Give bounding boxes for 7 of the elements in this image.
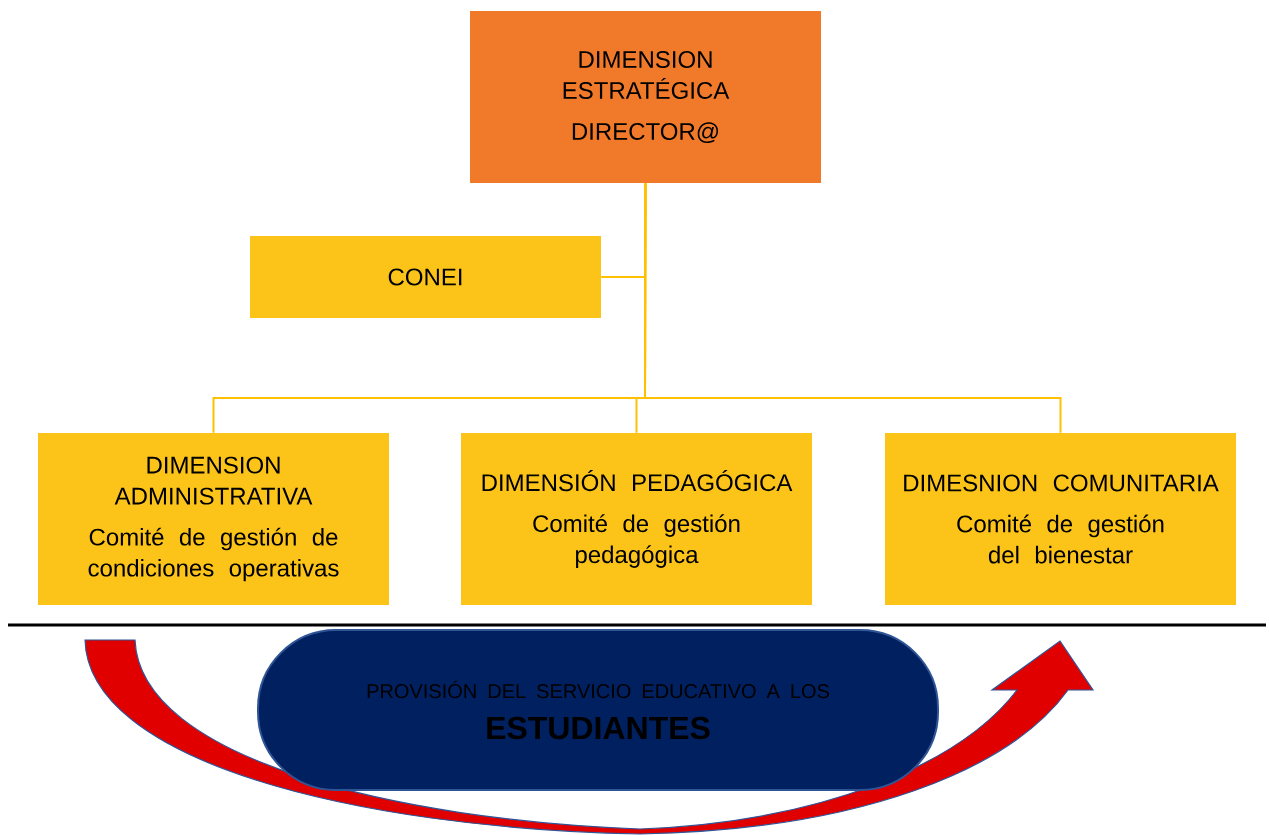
- connector-line: [644, 182, 1062, 434]
- council-box: CONEI: [250, 236, 601, 318]
- dimension-box: DIMENSIÓN PEDAGÓGICA Comité de gestión pedagógica: [461, 433, 812, 605]
- director-box: DIMENSION ESTRATÉGICA DIRECTOR@: [470, 11, 821, 183]
- rounded-banner: PROVISIÓN DEL SERVICIO EDUCATIVO A LOS ESTUDIANTES: [257, 629, 939, 791]
- dimension-box: DIMENSION ADMINISTRATIVA Comité de gestión de condiciones operativas: [38, 433, 389, 605]
- dimension-box: DIMESNION COMUNITARIA Comité de gestión del bienestar: [885, 433, 1236, 605]
